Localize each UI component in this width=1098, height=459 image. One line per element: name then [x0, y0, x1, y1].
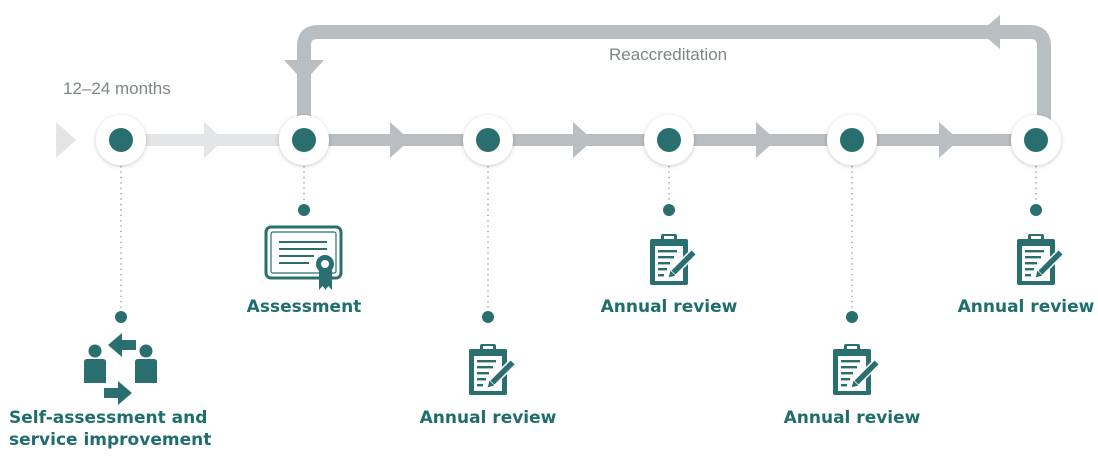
self-assessment-label: Self-assessment and service improvement [9, 407, 211, 451]
leader-dot [1030, 204, 1042, 216]
milestone-node [96, 115, 146, 165]
certificate-icon [264, 225, 343, 290]
annual-review-label: Annual review [957, 297, 1095, 317]
leader-dot [115, 311, 127, 323]
reaccreditation-arrow-down [284, 60, 324, 82]
assessment-label: Assessment [246, 297, 362, 317]
milestone-node [463, 115, 513, 165]
reaccreditation-arrow-left [980, 15, 1000, 49]
people-cycle-icon [84, 333, 157, 405]
track-arrow-4 [939, 122, 959, 158]
milestone-node [279, 115, 329, 165]
track-arrow-1 [390, 122, 410, 158]
clipboard-icon [1016, 233, 1064, 286]
annual-review-label: Annual review [600, 297, 738, 317]
clipboard-icon [649, 233, 697, 286]
track-arrow-2 [573, 122, 593, 158]
leader-dot [482, 311, 494, 323]
leader-dot [663, 204, 675, 216]
self-assessment-label-line2: service improvement [9, 430, 212, 450]
self-assessment-label-line1: Self-assessment and [9, 408, 208, 428]
milestone-node [827, 115, 877, 165]
reaccreditation-label: Reaccreditation [609, 45, 728, 64]
track-arrow-3 [756, 122, 776, 158]
leader-dot [846, 311, 858, 323]
reaccreditation-loop [297, 25, 1051, 140]
annual-review-label: Annual review [783, 408, 921, 428]
milestone-node [1011, 115, 1061, 165]
leader-lines [120, 166, 1037, 308]
clipboard-icon [468, 343, 516, 396]
clipboard-icon [832, 343, 880, 396]
milestone-node [644, 115, 694, 165]
preparation-duration-label: 12–24 months [63, 79, 171, 98]
annual-review-label: Annual review [419, 408, 557, 428]
preparation-arrow [204, 122, 224, 158]
start-arrow [56, 122, 76, 158]
leader-dot [298, 204, 310, 216]
